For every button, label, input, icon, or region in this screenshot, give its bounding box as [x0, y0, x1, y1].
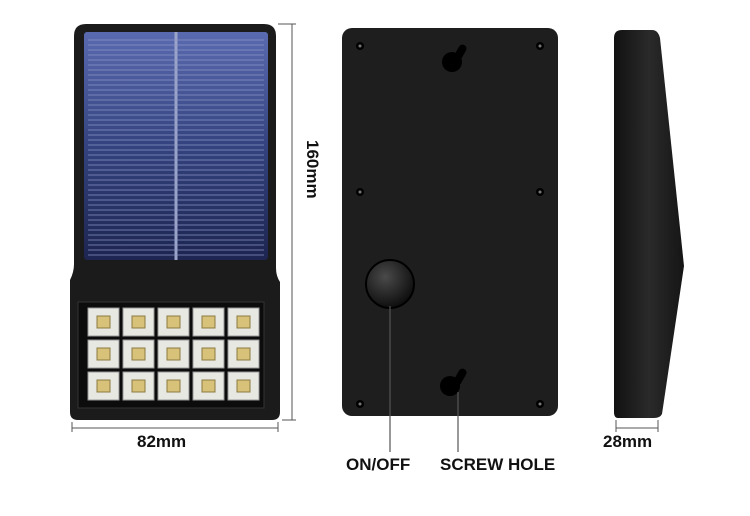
led-chip [227, 339, 260, 369]
side-body [614, 30, 684, 418]
led-chip [157, 339, 190, 369]
led-chip [87, 339, 120, 369]
led-chip [122, 371, 155, 401]
width-label: 82mm [137, 432, 187, 451]
screw-hole-bottom [440, 368, 467, 396]
mount-hole [356, 42, 544, 408]
back-body [342, 28, 558, 416]
screw-hole-label: SCREW HOLE [440, 455, 556, 474]
front-view [70, 24, 280, 420]
width-dimension-line [71, 422, 279, 432]
back-view [342, 28, 558, 416]
led-chip [122, 339, 155, 369]
depth-dimension-line [615, 420, 659, 432]
led-chip [87, 371, 120, 401]
on-off-switch [365, 259, 415, 309]
led-chip [157, 371, 190, 401]
solar-panel-cells [88, 39, 264, 256]
led-chip [122, 307, 155, 337]
side-view [614, 30, 684, 418]
screw-hole-top [442, 44, 467, 72]
depth-label: 28mm [603, 432, 653, 451]
led-array [87, 307, 260, 401]
led-chip [192, 307, 225, 337]
height-dimension-line [278, 23, 296, 421]
led-chip [227, 371, 260, 401]
on-off-label: ON/OFF [346, 455, 411, 474]
led-chip [157, 307, 190, 337]
height-label: 160mm [303, 140, 322, 199]
led-chip [227, 307, 260, 337]
callout-lines [389, 306, 459, 452]
led-chip [192, 339, 225, 369]
led-chip [192, 371, 225, 401]
led-chip [87, 307, 120, 337]
